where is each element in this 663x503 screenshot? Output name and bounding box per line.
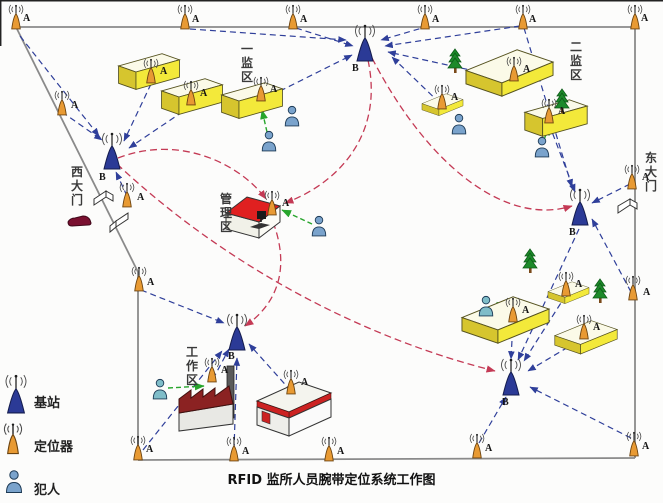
antenna-label: A [642,172,650,183]
locator-icon [226,436,242,462]
antenna-label: A [451,92,459,103]
antenna-label: A [642,441,650,452]
base-station-label: B [99,172,106,183]
locator-icon [627,4,643,30]
prisoner-icon [284,105,300,127]
tree-icon [447,48,463,74]
locator-icon [626,431,642,457]
antenna-label: A [643,287,651,298]
computer-icon [250,211,270,229]
prisoner-icon [261,130,277,152]
antenna-label: A [160,66,168,77]
base-station-label: B [352,63,359,74]
legend-base-station-icon [5,374,27,414]
legend-label-locator: 定位器 [34,440,74,455]
base-station-icon [500,358,522,396]
base-station-icon [354,24,376,62]
locator-icon [321,436,337,462]
zone-label-prison-2: 二监区 [569,40,582,83]
locator-icon [469,433,485,459]
cell-block [465,49,554,97]
cell-block [461,296,550,344]
antenna-label: A [485,443,493,454]
zone1-buildings [118,53,283,119]
antenna-label: A [23,13,31,24]
antenna-label: A [301,377,309,388]
management-house [224,196,282,240]
antenna-label: A [529,14,537,25]
image-border [0,0,663,46]
locator-icon [131,266,147,292]
tree-icon [592,278,608,304]
base-station-label: B [502,397,509,408]
diagram-title: RFID 监所人员腕带定位系统工作图 [227,473,436,488]
antenna-label: A [523,64,531,75]
antenna-label: A [558,106,566,117]
antenna-label: A [300,14,308,25]
locator-icon [130,435,146,461]
zone-label-west-gate: 西大门 [70,165,83,208]
base-station-icon [226,313,248,351]
west-gate-icon [93,190,129,234]
base-station-icon [569,188,591,226]
prisoner-icon [152,378,168,400]
antenna-label: A [337,446,345,457]
red-signal-paths [116,57,573,373]
antenna-label: A [432,14,440,25]
antenna-label: A [641,13,649,24]
workshop-building [255,381,333,437]
antenna-label: A [71,100,79,111]
base-station-label: B [569,227,576,238]
locator-icon [285,4,301,30]
zone-label-prison-1: 一监区 [240,42,253,85]
antenna-label: A [137,192,145,203]
car-icon [67,215,92,227]
trees [447,48,608,304]
prisoner-icon [451,113,467,135]
zone-label-east-gate: 东大门 [644,151,657,194]
perimeter-fence [15,26,636,461]
wristband-arrows [167,109,550,391]
legend-locator-icon [3,422,23,455]
locator-icon [515,4,531,30]
prisoner-icon [534,136,550,158]
antenna-label: A [147,277,155,288]
tree-icon [522,248,538,274]
antenna-label: A [146,444,154,455]
antenna-label: A [575,279,583,290]
factory-building [178,365,235,432]
locator-icon [8,4,24,30]
prisoner-icon [311,215,327,237]
locator-icon [177,4,193,30]
antenna-label: A [282,198,290,209]
prisoners [152,105,550,400]
antenna-label: A [200,88,208,99]
base-station-label: B [228,351,235,362]
legend-label-prisoner: 犯人 [34,483,61,498]
antenna-label: A [221,365,229,376]
east-gate-icon [617,198,638,214]
antenna-label: A [270,84,278,95]
locator-icon [417,4,433,30]
signal-arrows [19,25,632,451]
antenna-label: A [192,14,200,25]
antenna-label: A [242,446,250,457]
antenna-label: A [522,305,530,316]
legend-label-base-station: 基站 [34,396,61,411]
base-station-icon [101,132,123,170]
zone-label-work: 工作区 [185,345,198,388]
antenna-label: A [593,322,601,333]
zone-label-management: 管理区 [219,192,232,235]
southeast-buildings [461,281,618,355]
